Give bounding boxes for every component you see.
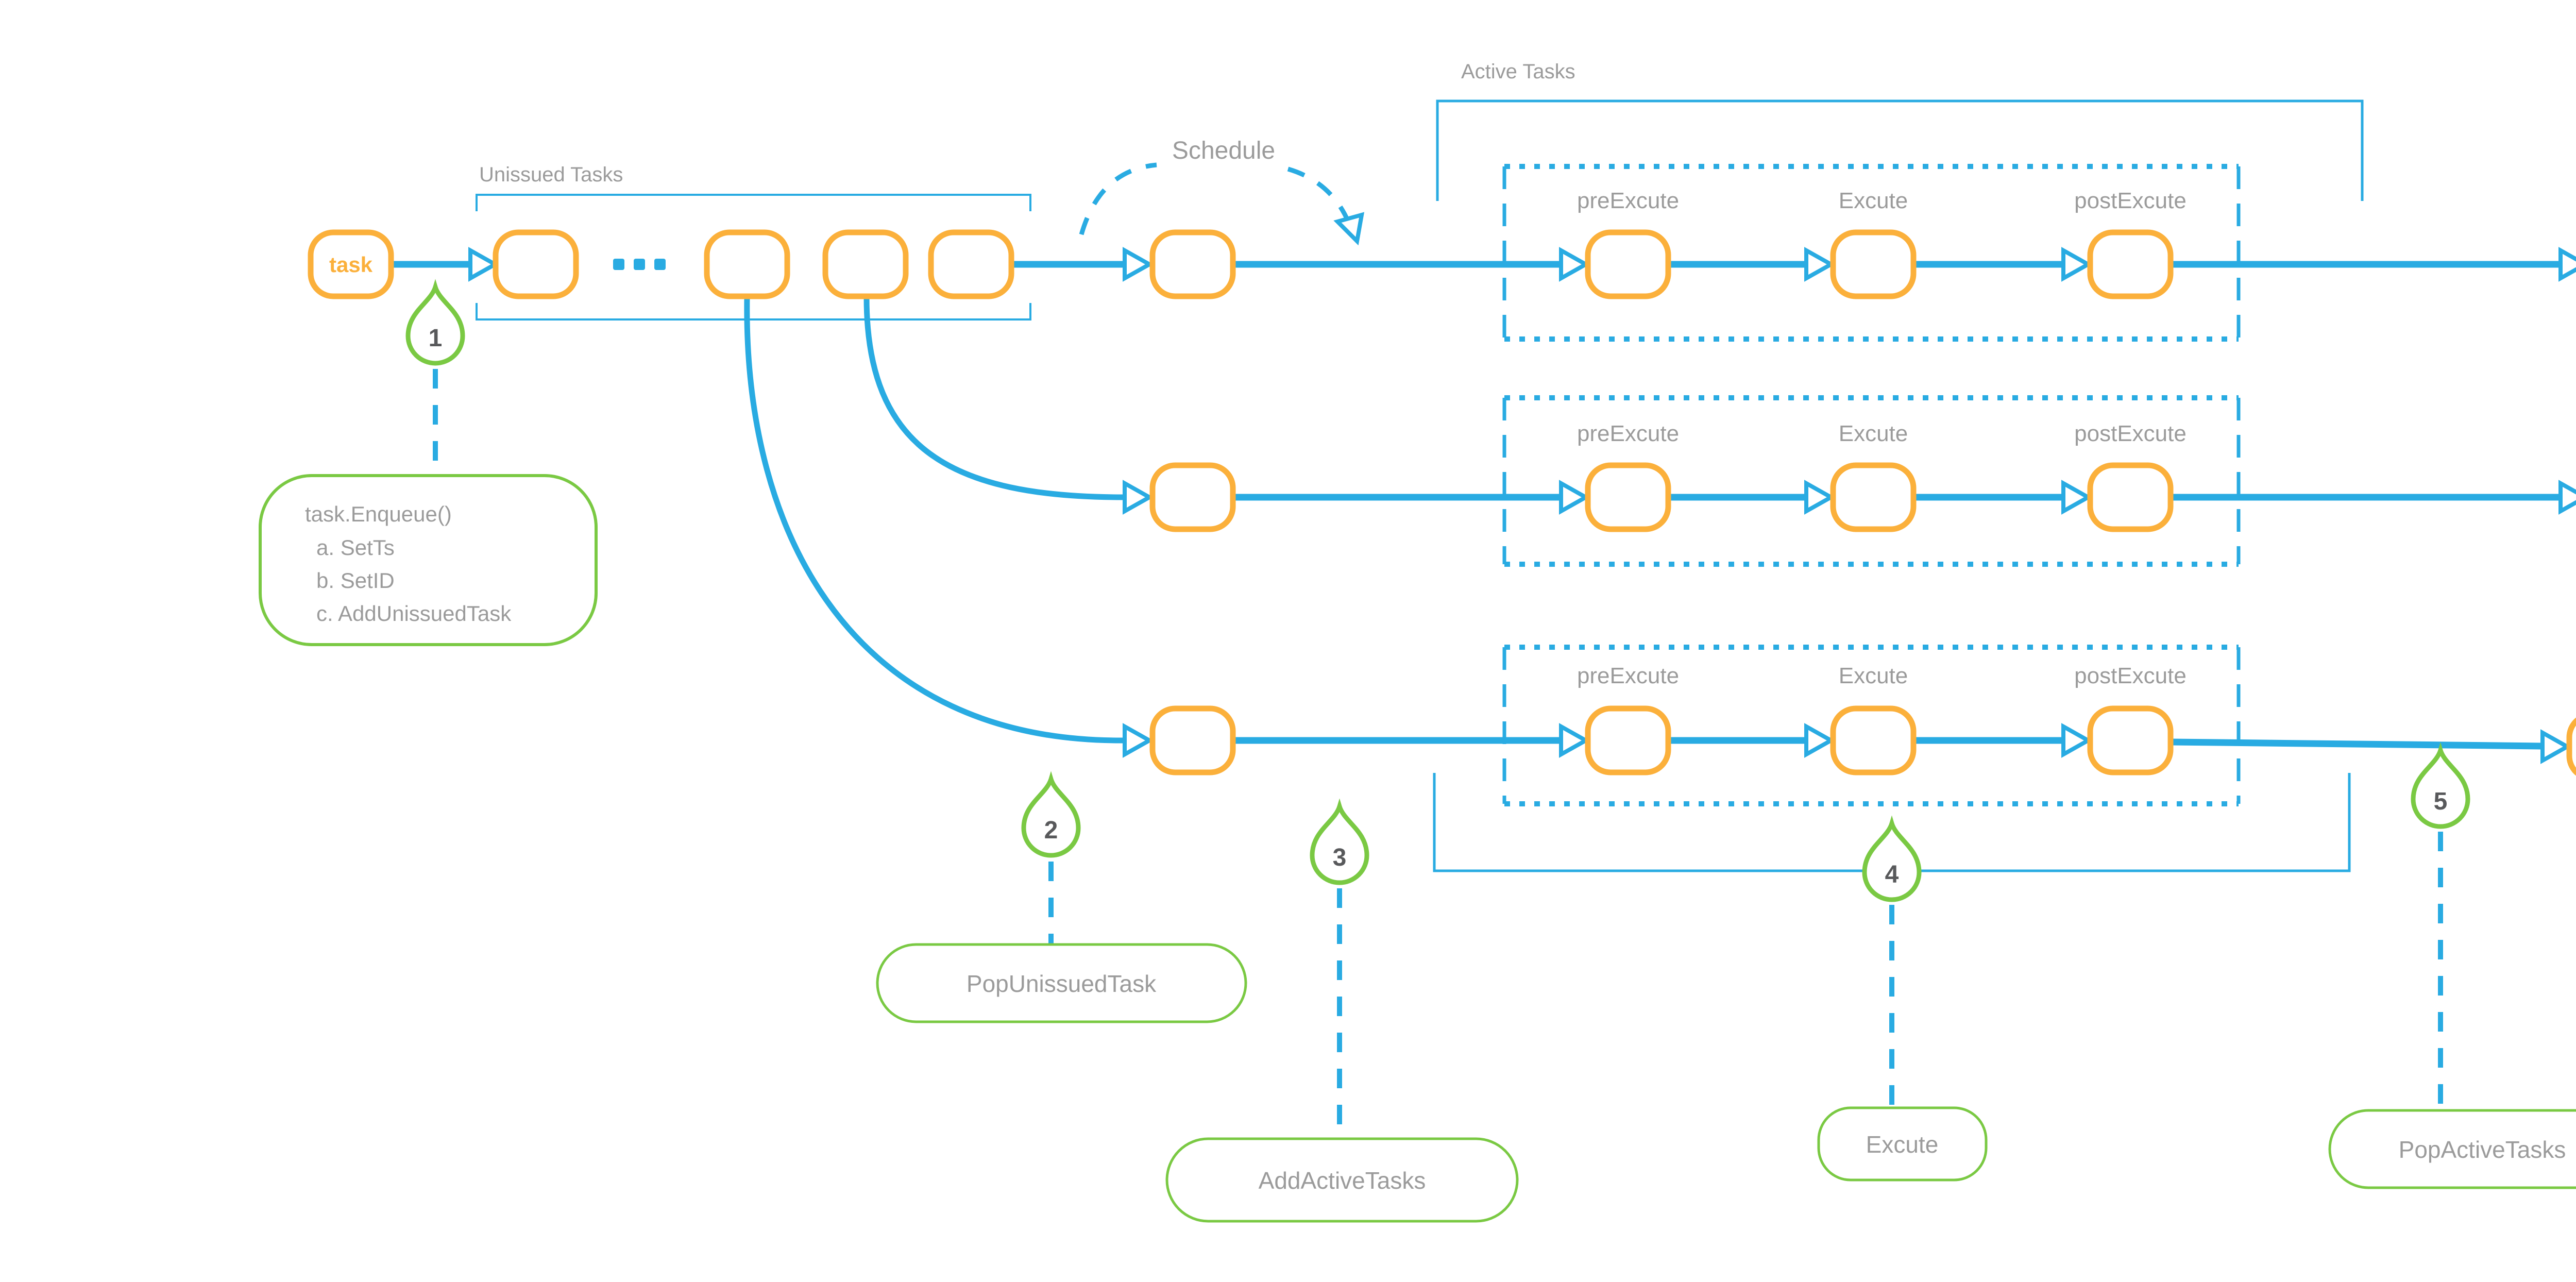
excute-label-row3: Excute (1839, 663, 1908, 688)
postexcute-label-row2: postExcute (2074, 421, 2187, 446)
schedule-label: Schedule (1172, 137, 1275, 164)
note-line-4: c. AddUnissuedTask (316, 601, 512, 626)
unissued-tasks-bracket-bottom (476, 303, 1031, 320)
unissued-node-3 (822, 229, 909, 299)
step-number: 2 (1044, 817, 1058, 844)
unissued-tasks-label: Unissued Tasks (479, 163, 623, 186)
pill-label: PopActiveTasks (2399, 1136, 2566, 1163)
excute-label-row2: Excute (1839, 421, 1908, 446)
arrows-row3 (1233, 723, 2572, 764)
excute-node-row2 (1830, 462, 1917, 532)
pop-unissued-task-pill: PopUnissuedTask (876, 943, 1247, 1023)
phase-labels-row3: preExcute Excute postExcute (1577, 663, 2187, 688)
note-line-3: b. SetID (316, 568, 395, 593)
unissued-node-1 (493, 229, 579, 299)
preexcute-label-row3: preExcute (1577, 663, 1679, 688)
dispatch-curve-to-row3 (744, 297, 1124, 744)
excute-label-row1: Excute (1839, 188, 1908, 213)
excute-node-row1 (1830, 229, 1917, 299)
step-number: 5 (2434, 788, 2448, 815)
dispatch-curve-row3-arrowhead-icon (1123, 723, 1154, 758)
done-node-row3 (2566, 717, 2576, 776)
pop-active-tasks-pill: PopActiveTasks (2328, 1109, 2576, 1189)
scheduled-node-row2 (1149, 462, 1236, 532)
step-marker-1: 1 (405, 279, 465, 366)
pill-label: PopUnissuedTask (967, 970, 1157, 997)
enqueue-note-box: task.Enqueue() a. SetTs b. SetID c. AddU… (259, 474, 598, 646)
phase-labels-row1: preExcute Excute postExcute (1577, 188, 2187, 213)
active-task-box-row2 (1502, 395, 2241, 567)
teardrop-icon (2411, 742, 2470, 829)
pill-label: Excute (1866, 1131, 1939, 1158)
scheduled-node-row1 (1149, 229, 1236, 299)
postexcute-node-row1 (2087, 229, 2174, 299)
excute-pill: Excute (1817, 1106, 1988, 1182)
postexcute-label-row3: postExcute (2074, 663, 2187, 688)
step-marker-2: 2 (1021, 771, 1081, 858)
excute-node-row3 (1830, 705, 1917, 775)
note-line-1: task.Enqueue() (305, 502, 452, 526)
step-number: 3 (1333, 844, 1347, 871)
preexcute-label-row2: preExcute (1577, 421, 1679, 446)
postexcute-node-row3 (2087, 705, 2174, 775)
schedule-arc-left (1079, 162, 1157, 235)
arrows-row1 (391, 247, 2576, 282)
step-marker-5: 5 (2411, 742, 2470, 829)
teardrop-icon (1310, 798, 1369, 885)
teardrop-icon (405, 279, 465, 366)
unissued-node-2 (704, 229, 790, 299)
dispatch-curve-row2-arrowhead-icon (1123, 480, 1154, 515)
dispatch-curve-to-row2 (863, 297, 1124, 500)
step-marker-4: 4 (1862, 815, 1922, 902)
postexcute-node-row2 (2087, 462, 2174, 532)
scheduled-node-row3 (1149, 705, 1236, 775)
active-task-box-row1 (1502, 164, 2241, 342)
task-node-label: task (329, 252, 373, 277)
active-tasks-bracket-top (1436, 99, 2364, 201)
active-task-box-row3 (1502, 645, 2241, 806)
arrows-row2 (1233, 480, 2576, 515)
add-active-tasks-pill: AddActiveTasks (1165, 1137, 1519, 1223)
step-number: 4 (1885, 861, 1899, 888)
preexcute-node-row3 (1585, 705, 1671, 775)
step-number: 1 (429, 325, 443, 352)
phase-labels-row2: preExcute Excute postExcute (1577, 421, 2187, 446)
task-node (308, 229, 394, 299)
preexcute-node-row2 (1585, 462, 1671, 532)
unissued-tasks-bracket-top (476, 194, 1031, 211)
schedule-arrowhead-icon (1333, 212, 1365, 246)
teardrop-icon (1021, 771, 1081, 858)
active-tasks-label: Active Tasks (1461, 60, 1575, 83)
step-marker-3: 3 (1310, 798, 1369, 885)
postexcute-label-row1: postExcute (2074, 188, 2187, 213)
ellipsis-icon (613, 259, 666, 270)
teardrop-icon (1862, 815, 1922, 902)
note-line-2: a. SetTs (316, 535, 395, 560)
pill-label: AddActiveTasks (1259, 1167, 1426, 1194)
preexcute-label-row1: preExcute (1577, 188, 1679, 213)
unissued-node-4 (928, 229, 1014, 299)
preexcute-node-row1 (1585, 229, 1671, 299)
